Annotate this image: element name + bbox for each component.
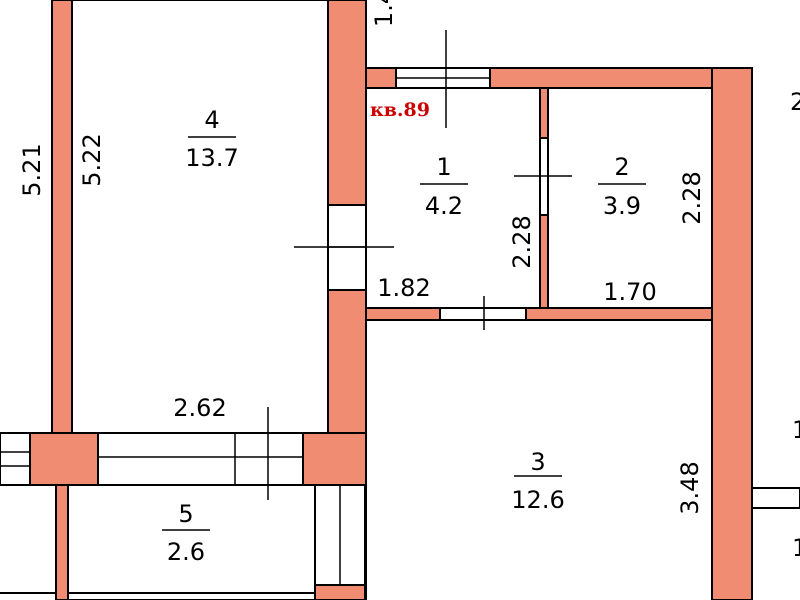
wall-right-outer xyxy=(711,67,753,600)
wall-center-upper xyxy=(327,0,367,206)
wall-left-thin xyxy=(51,0,73,441)
room-outlines xyxy=(0,0,713,600)
door-markers xyxy=(294,30,572,330)
dim-right-partial-mid: 1 xyxy=(792,416,800,444)
wall-top-left xyxy=(365,67,397,89)
wall-center-node xyxy=(302,432,367,486)
dim-room4-height: 5.22 xyxy=(78,133,106,186)
dim-left-wall: 5.21 xyxy=(18,143,46,196)
room-labels: 4 13.7 1 4.2 2 3.9 3 12.6 5 2.6 xyxy=(167,106,641,566)
room-1-number: 1 xyxy=(436,153,451,181)
fraction-bars xyxy=(162,136,646,531)
room-3-number: 3 xyxy=(530,448,545,476)
wall-left-lower xyxy=(55,484,69,600)
wall-column-left xyxy=(29,432,99,486)
openings xyxy=(0,67,800,586)
wall-bottom-node xyxy=(314,584,366,600)
partition-room4-room5 xyxy=(97,432,304,486)
window-left-band xyxy=(0,432,31,486)
wall-partition-1-2-bottom xyxy=(539,214,549,309)
wall-partition-1-2-top xyxy=(539,87,549,139)
room-4-area: 13.7 xyxy=(185,144,238,172)
dim-right-partial-bottom: 1 xyxy=(792,534,800,562)
apartment-label: кв.89 xyxy=(370,99,430,121)
dim-room1-width: 1.82 xyxy=(377,274,430,302)
walls xyxy=(29,0,753,600)
door-room1-room3 xyxy=(439,307,527,321)
room-5-outline xyxy=(67,484,316,600)
room-2-area: 3.9 xyxy=(603,192,641,220)
dim-room2-height: 2.28 xyxy=(678,171,706,224)
room-2-outline xyxy=(547,87,713,309)
room-3-outline xyxy=(365,319,713,600)
room-2-number: 2 xyxy=(614,153,629,181)
room-5-area: 2.6 xyxy=(167,538,205,566)
dim-room1-height: 2.28 xyxy=(508,215,536,268)
dim-room4-width: 2.62 xyxy=(173,394,226,422)
room-4-outline xyxy=(71,0,329,434)
room-5-number: 5 xyxy=(178,500,193,528)
room-4-number: 4 xyxy=(204,106,219,134)
window-right xyxy=(751,487,800,509)
room-3-area: 12.6 xyxy=(511,486,564,514)
dim-right-partial-top: 2 xyxy=(790,88,800,116)
dim-room2-width: 1.70 xyxy=(603,278,656,306)
wall-under-room1 xyxy=(365,307,441,321)
room-1-area: 4.2 xyxy=(425,192,463,220)
room-1-outline xyxy=(365,87,541,309)
wall-under-room2 xyxy=(525,307,713,321)
dim-room3-height: 3.48 xyxy=(676,461,704,514)
dimension-labels: 5.21 5.22 2.62 1.82 2.28 1.70 2.28 3.48 … xyxy=(18,0,800,562)
dim-top-partial: 1.4 xyxy=(370,0,398,27)
